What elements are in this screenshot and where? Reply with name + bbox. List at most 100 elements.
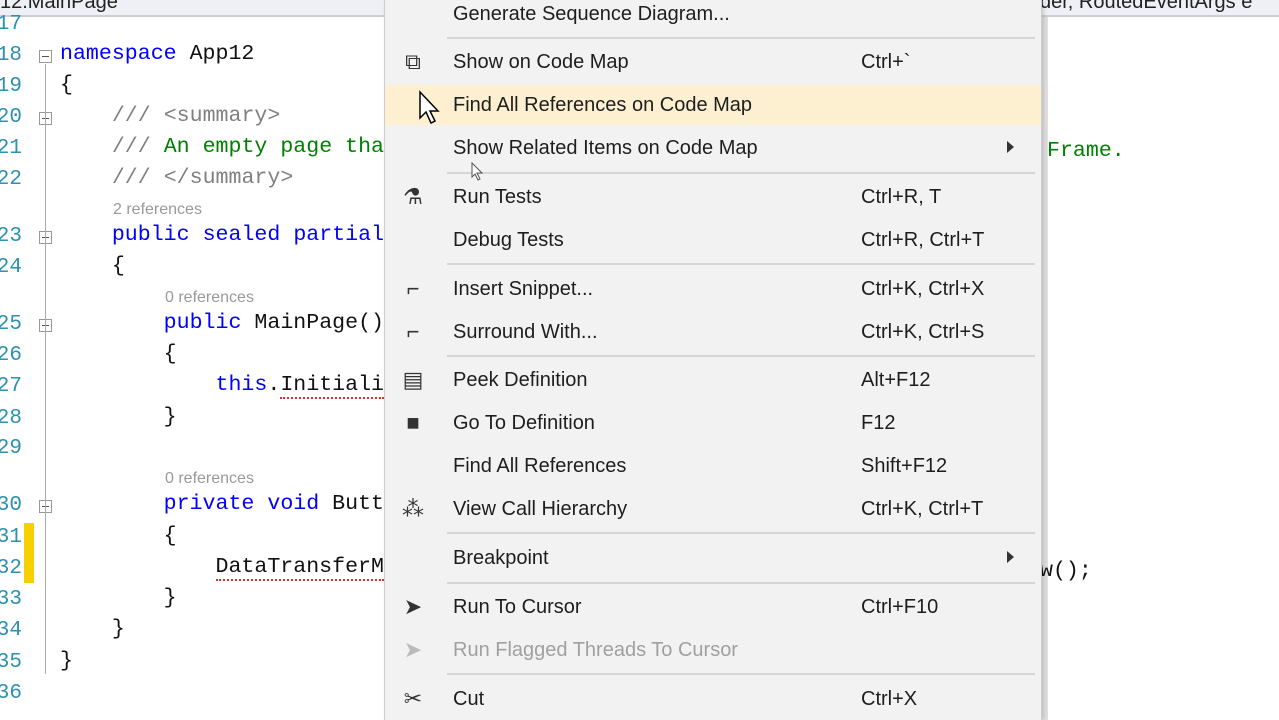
line-number: 29 xyxy=(0,437,22,460)
code-line[interactable]: public MainPage() xyxy=(163,311,384,335)
menu-item-shortcut: Ctrl+K, Ctrl+T xyxy=(861,498,984,520)
menu-item-shortcut: Ctrl+F10 xyxy=(861,596,939,618)
codelens-references-link[interactable]: 0 references xyxy=(165,470,254,487)
menu-item-shortcut: Ctrl+R, Ctrl+T xyxy=(861,229,985,251)
menu-item-surround-with[interactable]: ⌐ Surround With... Ctrl+K, Ctrl+S xyxy=(385,312,1041,352)
menu-item-debug-tests[interactable]: Debug Tests Ctrl+R, Ctrl+T xyxy=(385,220,1041,260)
line-number: 17 xyxy=(0,13,22,36)
menu-item-find-all-references-on-code-map[interactable]: Find All References on Code Map xyxy=(385,85,1041,125)
line-number: 34 xyxy=(0,619,22,642)
code-line[interactable]: /// </summary> xyxy=(111,166,294,190)
code-line[interactable]: this.Initiali xyxy=(215,373,384,399)
menu-item-label: Insert Snippet... xyxy=(453,278,594,300)
menu-item-run-flagged-threads-to-cursor[interactable]: ➤ Run Flagged Threads To Cursor xyxy=(385,630,1041,670)
menu-separator xyxy=(447,582,1035,584)
run-flagged-threads-icon: ➤ xyxy=(403,637,423,662)
code-line[interactable]: } xyxy=(60,405,177,429)
menu-edge xyxy=(1040,17,1048,720)
menu-item-label: Go To Definition xyxy=(453,412,595,434)
menu-item-view-call-hierarchy[interactable]: ⁂ View Call Hierarchy Ctrl+K, Ctrl+T xyxy=(385,489,1041,529)
menu-item-cut[interactable]: ✂ Cut Ctrl+X xyxy=(385,679,1041,719)
menu-item-label: Surround With... xyxy=(453,321,598,343)
menu-item-label: View Call Hierarchy xyxy=(453,498,628,520)
member-navigation-dropdown[interactable]: der, RoutedEventArgs e xyxy=(1040,0,1253,13)
menu-separator xyxy=(447,37,1035,39)
code-line[interactable]: namespace App12 xyxy=(60,42,255,66)
menu-separator xyxy=(447,355,1035,357)
menu-item-label: Find All References xyxy=(453,455,627,477)
submenu-arrow-icon xyxy=(1007,141,1014,153)
line-number: 26 xyxy=(0,344,22,367)
code-line[interactable]: public sealed partial xyxy=(111,223,385,247)
code-line[interactable]: } xyxy=(60,649,73,673)
code-line[interactable]: { xyxy=(60,73,73,97)
menu-item-label: Show Related Items on Code Map xyxy=(453,137,758,159)
menu-item-insert-snippet[interactable]: ⌐ Insert Snippet... Ctrl+K, Ctrl+X xyxy=(385,269,1041,309)
menu-item-label: Show on Code Map xyxy=(453,51,629,73)
menu-item-breakpoint[interactable]: Breakpoint xyxy=(385,538,1041,578)
code-line[interactable]: DataTransferM xyxy=(215,555,384,581)
menu-item-generate-sequence-diagram[interactable]: Generate Sequence Diagram... xyxy=(385,0,1041,34)
outline-guide xyxy=(45,126,46,196)
line-number: 24 xyxy=(0,256,22,279)
menu-item-label: Generate Sequence Diagram... xyxy=(453,3,730,25)
run-tests-flask-icon: ⚗ xyxy=(403,184,423,209)
line-number: 31 xyxy=(0,526,22,549)
menu-item-label: Run Flagged Threads To Cursor xyxy=(453,639,738,661)
menu-item-shortcut: Ctrl+K, Ctrl+X xyxy=(861,278,985,300)
code-line[interactable]: { xyxy=(60,524,177,548)
outline-guide xyxy=(45,245,46,665)
code-line[interactable]: { xyxy=(60,254,125,278)
line-number: 19 xyxy=(0,75,22,98)
code-line[interactable]: { xyxy=(60,342,177,366)
code-map-icon: ⧉ xyxy=(405,49,421,74)
menu-item-shortcut: Ctrl+X xyxy=(861,688,918,710)
line-number: 20 xyxy=(0,106,22,129)
code-line[interactable]: private void Butt xyxy=(163,492,384,516)
mouse-cursor-icon xyxy=(419,90,440,125)
menu-separator xyxy=(447,673,1035,675)
scissors-icon: ✂ xyxy=(403,686,423,711)
surround-with-icon: ⌐ xyxy=(406,319,420,344)
type-navigation-dropdown[interactable]: 12.MainPage xyxy=(0,0,118,13)
call-hierarchy-icon: ⁂ xyxy=(402,496,424,521)
menu-separator xyxy=(447,172,1035,174)
code-line[interactable]: } xyxy=(60,617,125,641)
menu-item-show-related-items-on-code-map[interactable]: Show Related Items on Code Map xyxy=(385,128,1041,168)
line-number: 33 xyxy=(0,588,22,611)
line-number: 30 xyxy=(0,494,22,517)
submenu-arrow-icon xyxy=(1007,551,1014,563)
code-line[interactable]: } xyxy=(60,586,177,610)
menu-item-shortcut: Ctrl+K, Ctrl+S xyxy=(861,321,985,343)
menu-item-label: Run To Cursor xyxy=(453,596,582,618)
outline-guide xyxy=(45,514,46,614)
line-number: 23 xyxy=(0,225,22,248)
menu-separator xyxy=(447,532,1035,534)
code-line[interactable]: /// An empty page tha xyxy=(111,135,384,159)
line-number: 36 xyxy=(0,682,22,705)
change-marker xyxy=(24,523,34,583)
menu-item-label: Debug Tests xyxy=(453,229,564,251)
menu-item-label: Cut xyxy=(453,688,485,710)
codelens-references-link[interactable]: 2 references xyxy=(113,201,202,218)
insert-snippet-icon: ⌐ xyxy=(406,276,420,301)
menu-item-shortcut: F12 xyxy=(861,412,896,434)
codelens-references-link[interactable]: 0 references xyxy=(165,289,254,306)
menu-item-shortcut: Alt+F12 xyxy=(861,369,931,391)
menu-item-label: Peek Definition xyxy=(453,369,588,391)
line-number: 32 xyxy=(0,557,22,580)
menu-item-label: Breakpoint xyxy=(453,547,549,569)
code-line[interactable]: /// <summary> xyxy=(111,104,281,128)
line-number: 18 xyxy=(0,44,22,67)
line-number: 22 xyxy=(0,168,22,191)
collapse-outline-button[interactable] xyxy=(39,50,52,63)
menu-item-run-to-cursor[interactable]: ➤ Run To Cursor Ctrl+F10 xyxy=(385,587,1041,627)
run-to-cursor-icon: ➤ xyxy=(403,594,423,619)
menu-item-label: Run Tests xyxy=(453,186,542,208)
